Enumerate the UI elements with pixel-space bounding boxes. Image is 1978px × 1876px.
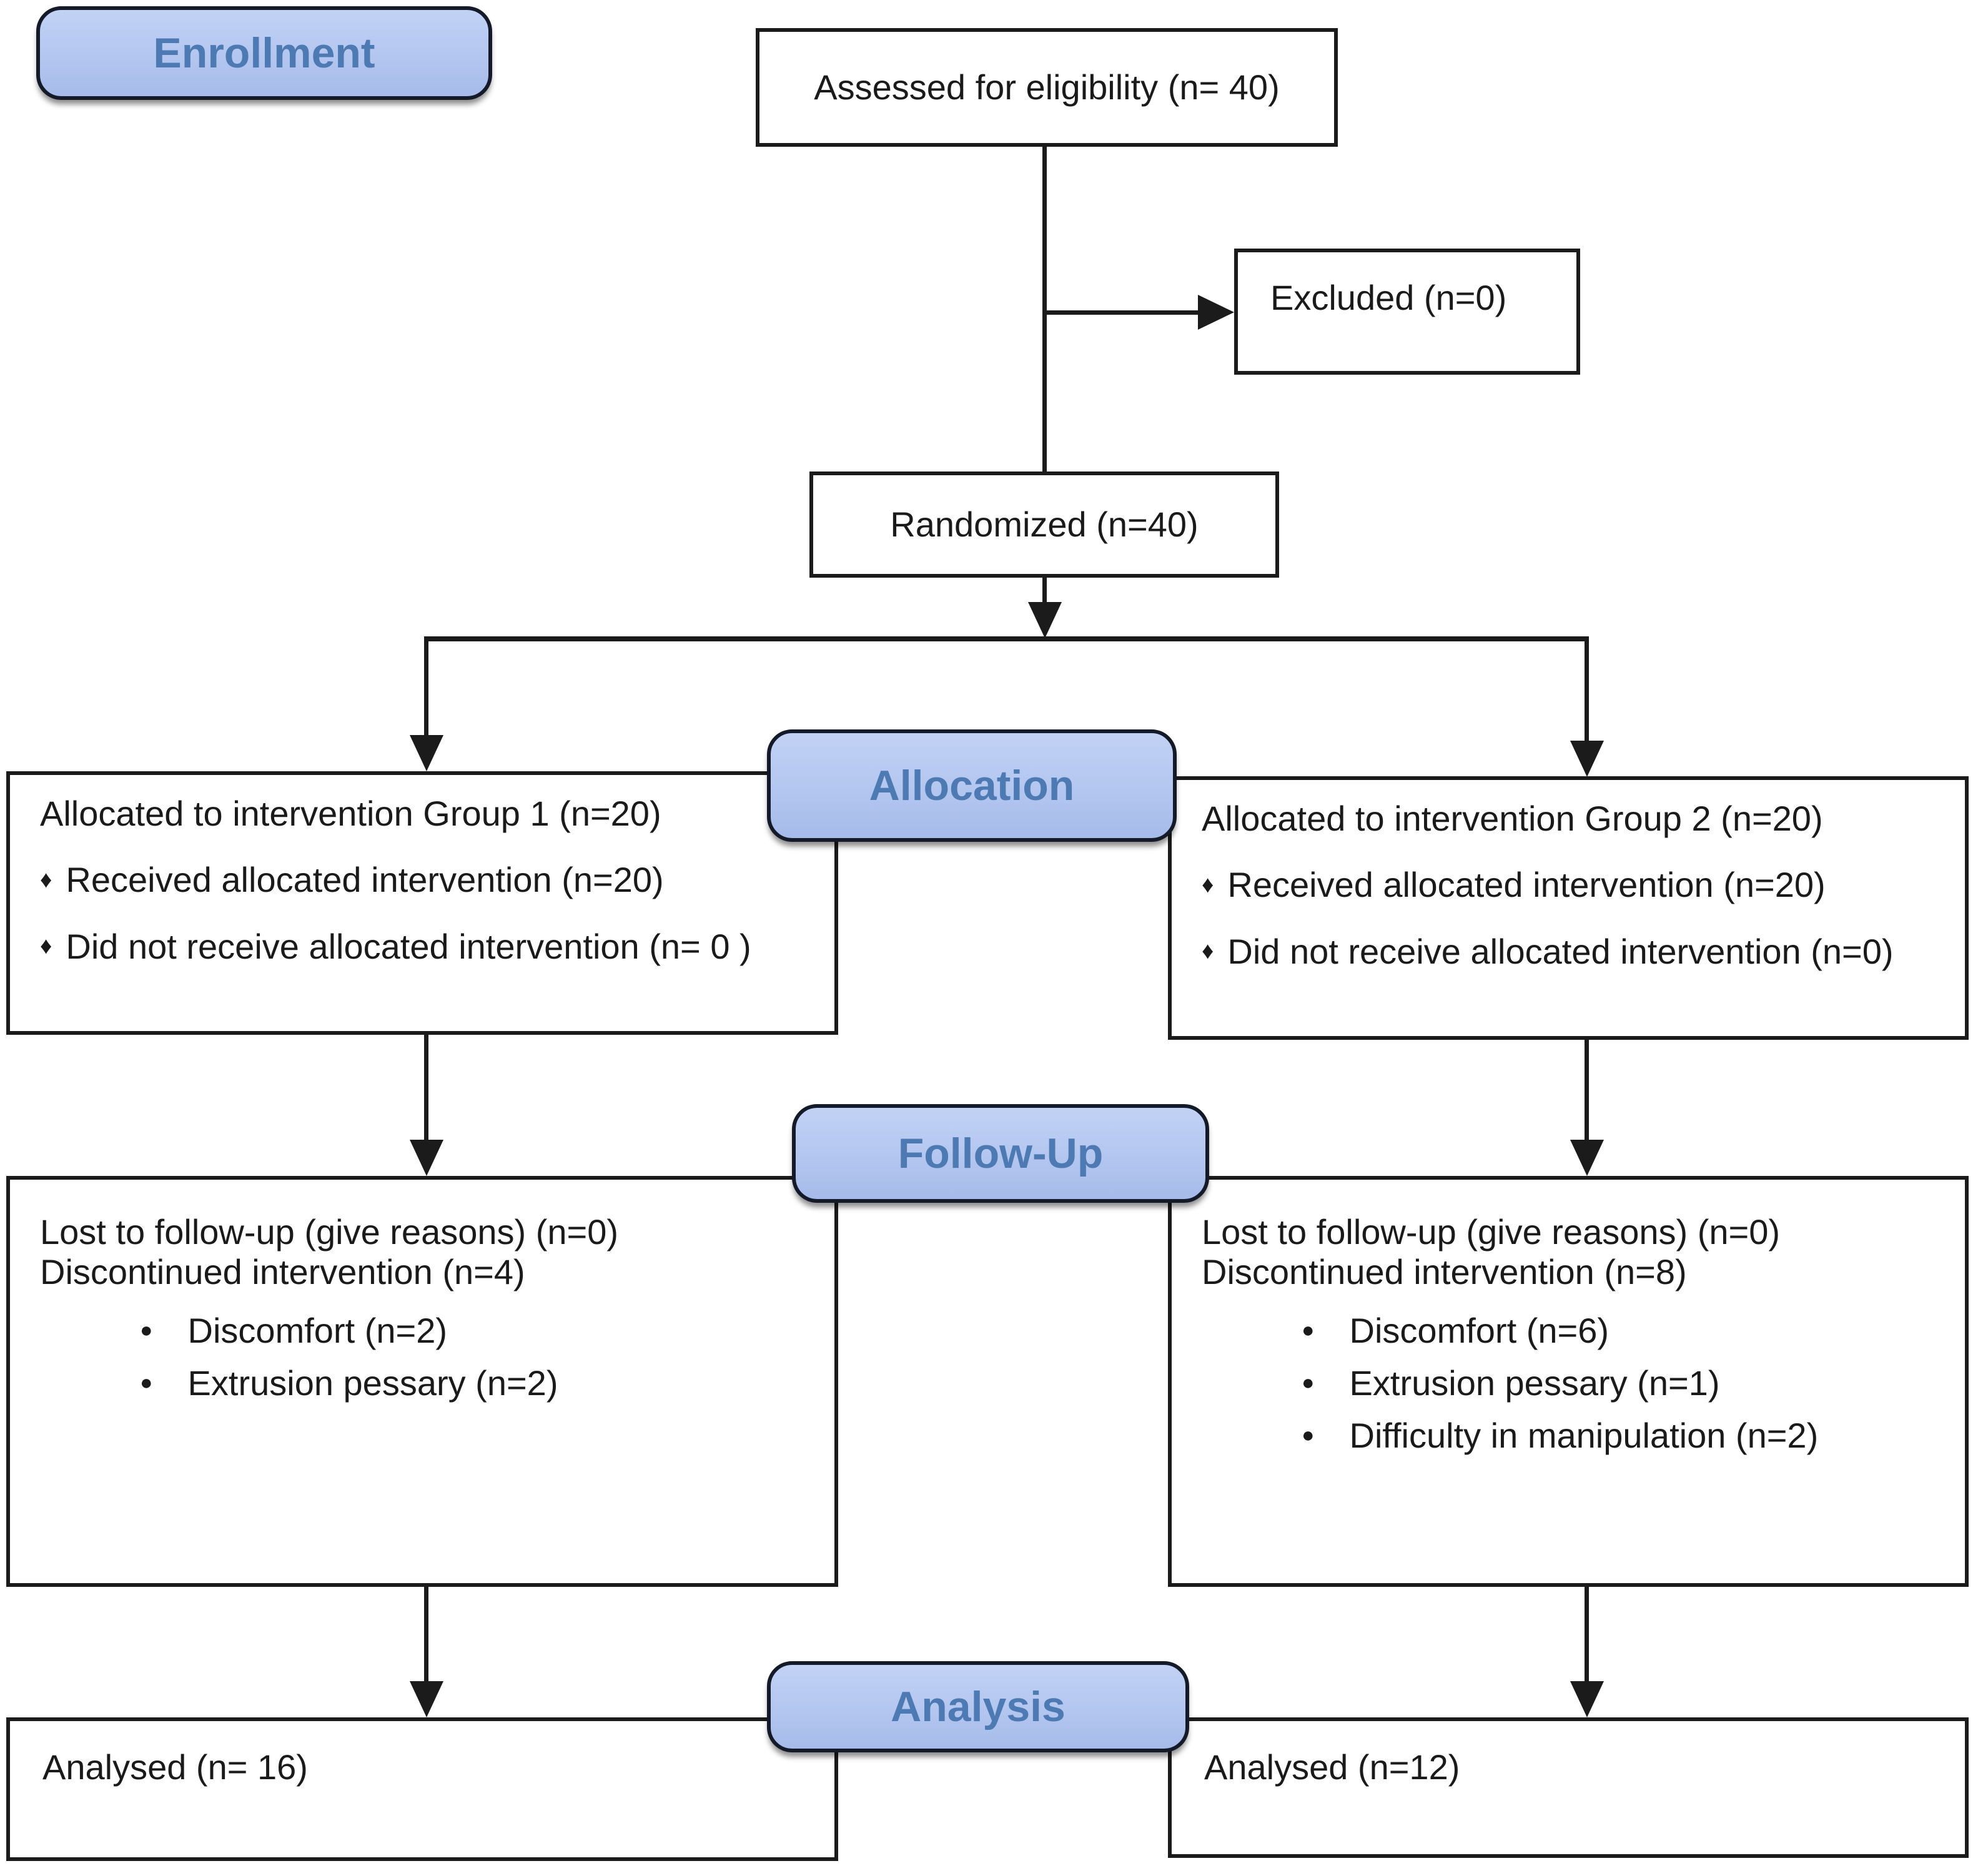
stage-label-allocation: Allocation	[767, 729, 1177, 842]
alloc-group1-bullet-1-text: Received allocated intervention (n=20)	[66, 860, 664, 900]
fu-group2-discontinued-text: Discontinued intervention (n=8)	[1202, 1252, 1687, 1292]
arrowhead-fu-left-icon	[410, 1140, 443, 1176]
fu-group2-bullet-3: ● Difficulty in manipulation (n=2)	[1302, 1414, 1946, 1458]
analysis-group1-text: Analysed (n= 16)	[42, 1747, 308, 1787]
box-analysis-group2: Analysed (n=12)	[1168, 1717, 1969, 1858]
fu-group1-discontinued-text: Discontinued intervention (n=4)	[40, 1252, 525, 1292]
stage-label-analysis: Analysis	[767, 1661, 1189, 1752]
arrowhead-fu-right-icon	[1570, 1140, 1604, 1176]
fu-group2-bullet-1: ● Discomfort (n=6)	[1302, 1309, 1946, 1353]
fu-group1-bullet-1-text: Discomfort (n=2)	[187, 1310, 447, 1350]
alloc-group2-bullet-1-text: Received allocated intervention (n=20)	[1227, 865, 1826, 905]
alloc-group2-bullet-1: ♦ Received allocated intervention (n=20)	[1202, 865, 1946, 905]
fu-group1-lost-text: Lost to follow-up (give reasons) (n=0)	[40, 1212, 618, 1251]
arrowhead-alloc-left-icon	[410, 735, 443, 771]
alloc-group1-bullet-1: ♦ Received allocated intervention (n=20)	[40, 860, 816, 900]
box-analysis-group1: Analysed (n= 16)	[6, 1717, 838, 1861]
fu-group1-bullet-1: ● Discomfort (n=2)	[140, 1309, 816, 1353]
connector-drop-right	[1585, 636, 1589, 741]
connector-fu-to-analysis-right	[1585, 1586, 1589, 1682]
box-excluded: Excluded (n=0)	[1234, 249, 1580, 375]
fu-group2-bullet-2: ● Extrusion pessary (n=1)	[1302, 1361, 1946, 1405]
round-bullet-icon: ●	[140, 1371, 153, 1395]
arrowhead-analysis-left-icon	[410, 1681, 443, 1717]
connector-fu-to-analysis-left	[424, 1586, 428, 1682]
box-allocation-group1: Allocated to intervention Group 1 (n=20)…	[6, 771, 838, 1035]
box-allocation-group2: Allocated to intervention Group 2 (n=20)…	[1168, 776, 1969, 1040]
arrowhead-t-split-icon	[1028, 602, 1062, 638]
diamond-bullet-icon: ♦	[40, 866, 52, 893]
alloc-group1-bullet-2-text: Did not receive allocated intervention (…	[66, 926, 751, 966]
stage-label-follow-up: Follow-Up	[792, 1104, 1209, 1203]
round-bullet-icon: ●	[1302, 1371, 1315, 1395]
alloc-group2-title: Allocated to intervention Group 2 (n=20)	[1202, 799, 1823, 838]
alloc-group1-title: Allocated to intervention Group 1 (n=20)	[40, 794, 661, 833]
box-assessed-eligibility: Assessed for eligibility (n= 40)	[756, 28, 1338, 147]
fu-group2-bullet-1-text: Discomfort (n=6)	[1349, 1310, 1609, 1350]
box-followup-group2: Lost to follow-up (give reasons) (n=0) D…	[1168, 1176, 1969, 1587]
diamond-bullet-icon: ♦	[1202, 871, 1214, 898]
fu-group2-lost-text: Lost to follow-up (give reasons) (n=0)	[1202, 1212, 1780, 1251]
diamond-bullet-icon: ♦	[40, 933, 52, 960]
connector-t-bar	[424, 636, 1589, 641]
round-bullet-icon: ●	[140, 1318, 153, 1343]
round-bullet-icon: ●	[1302, 1423, 1315, 1448]
arrowhead-alloc-right-icon	[1570, 741, 1604, 777]
excluded-text: Excluded (n=0)	[1270, 277, 1507, 317]
box-randomized: Randomized (n=40)	[809, 471, 1279, 578]
connector-to-excluded	[1042, 310, 1199, 315]
analysis-group2-text: Analysed (n=12)	[1204, 1747, 1460, 1787]
box-followup-group1: Lost to follow-up (give reasons) (n=0) D…	[6, 1176, 838, 1587]
connector-randomized-down	[1042, 575, 1047, 606]
alloc-group2-bullet-2-text: Did not receive allocated intervention (…	[1227, 931, 1894, 971]
fu-group2-bullet-3-text: Difficulty in manipulation (n=2)	[1349, 1415, 1819, 1455]
fu-group2-bullet-2-text: Extrusion pessary (n=1)	[1349, 1363, 1720, 1403]
round-bullet-icon: ●	[1302, 1318, 1315, 1343]
connector-alloc-to-fu-right	[1585, 1039, 1589, 1141]
arrowhead-excluded-icon	[1198, 295, 1234, 330]
assessed-text: Assessed for eligibility (n= 40)	[814, 67, 1280, 107]
arrowhead-analysis-right-icon	[1570, 1681, 1604, 1717]
fu-group1-bullet-2-text: Extrusion pessary (n=2)	[187, 1363, 558, 1403]
diamond-bullet-icon: ♦	[1202, 938, 1214, 965]
connector-alloc-to-fu-left	[424, 1034, 428, 1141]
alloc-group2-bullet-2: ♦ Did not receive allocated intervention…	[1202, 932, 1946, 972]
stage-label-enrollment: Enrollment	[36, 6, 492, 100]
randomized-text: Randomized (n=40)	[890, 504, 1199, 544]
connector-drop-left	[424, 636, 428, 736]
fu-group1-bullet-2: ● Extrusion pessary (n=2)	[140, 1361, 816, 1405]
connector-assessed-to-randomized	[1042, 144, 1047, 475]
alloc-group1-bullet-2: ♦ Did not receive allocated intervention…	[40, 927, 816, 967]
